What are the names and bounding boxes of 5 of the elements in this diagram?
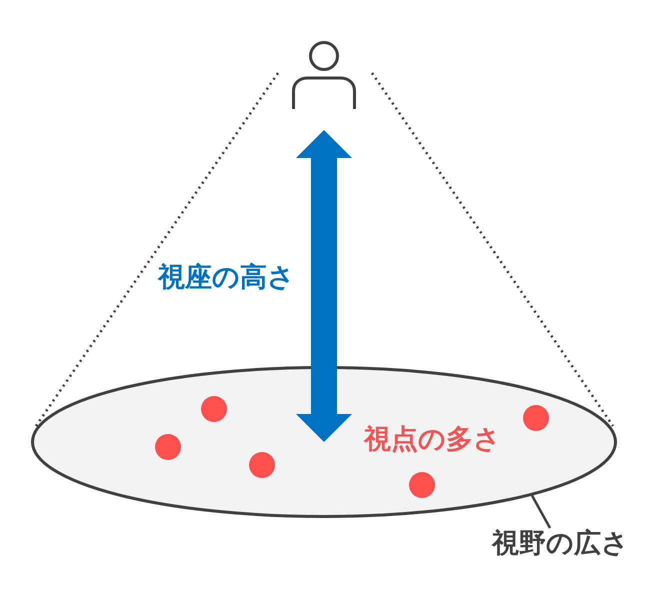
annotation-label: 視点の多さ <box>364 424 501 456</box>
leader-line <box>530 494 552 529</box>
annotation-label: 視野の広さ <box>492 528 629 560</box>
ellipse-area <box>31 366 617 518</box>
annotation-label: 視座の高さ <box>158 262 295 294</box>
